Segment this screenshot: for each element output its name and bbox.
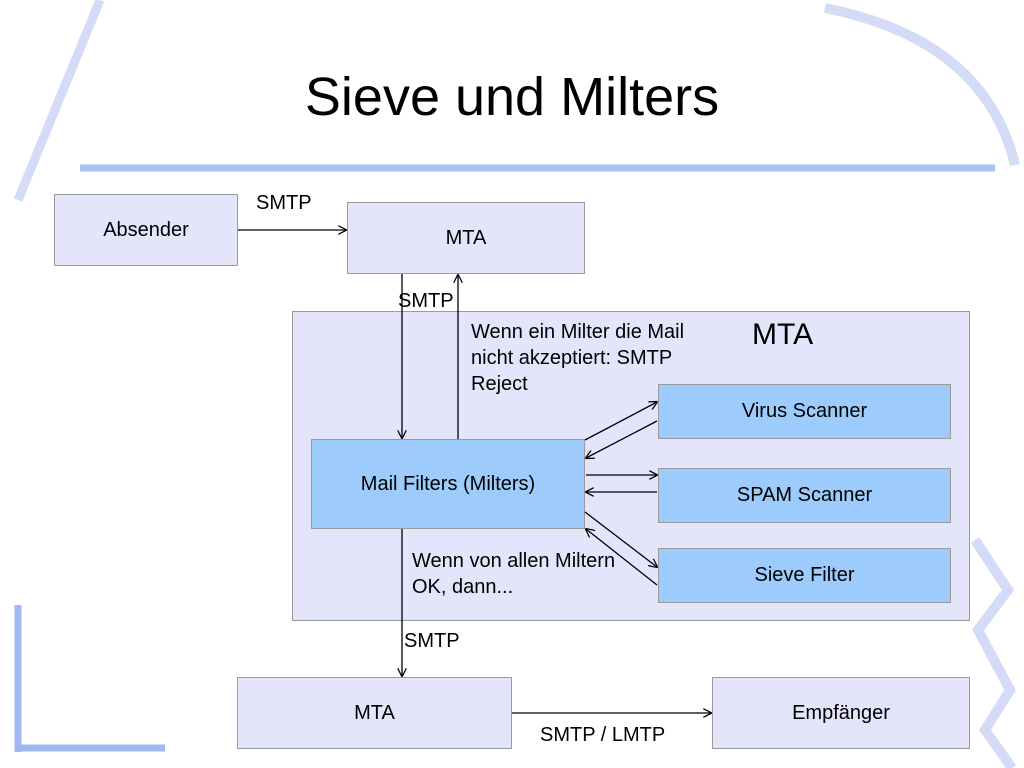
mta-bottom-node: MTA <box>237 677 512 749</box>
mta-top-label: MTA <box>445 226 487 249</box>
absender-node: Absender <box>54 194 238 266</box>
mta-bottom-label: MTA <box>354 701 395 724</box>
mail-filters-label: Mail Filters (Milters) <box>360 472 536 495</box>
decor-diagonal-line <box>13 0 105 202</box>
spam-scanner-node: SPAM Scanner <box>658 468 951 523</box>
empfaenger-label: Empfänger <box>792 701 890 724</box>
arrow-sieve-to-filters <box>586 529 658 586</box>
edge-label-filters-mta: SMTP <box>404 630 460 652</box>
empfaenger-node: Empfänger <box>712 677 970 749</box>
ok-note: Wenn von allen Miltern OK, dann... <box>412 550 616 598</box>
edge-label-mta-filters: SMTP <box>398 290 454 312</box>
arrow-filters-to-virus <box>584 402 657 441</box>
slide-title: Sieve und Milters <box>304 67 720 127</box>
sieve-filter-node: Sieve Filter <box>658 548 951 603</box>
virus-scanner-node: Virus Scanner <box>658 384 951 439</box>
edge-label-mta-empfaenger: SMTP / LMTP <box>540 724 666 746</box>
virus-scanner-label: Virus Scanner <box>741 400 868 422</box>
mail-filters-node: Mail Filters (Milters) <box>311 439 585 529</box>
reject-note: Wenn ein Milter die Mail nicht akzeptier… <box>471 321 685 395</box>
arrow-filters-to-sieve <box>584 511 657 567</box>
mta-container-label: MTA <box>752 318 814 351</box>
decor-arc <box>824 3 1020 167</box>
edge-label-absender-mta: SMTP <box>256 192 312 214</box>
spam-scanner-label: SPAM Scanner <box>736 484 873 506</box>
mta-top-node: MTA <box>347 202 585 274</box>
arrow-virus-to-filters <box>586 420 658 458</box>
sieve-filter-label: Sieve Filter <box>754 564 855 586</box>
absender-label: Absender <box>103 218 189 241</box>
decor-zigzag <box>970 537 1017 768</box>
